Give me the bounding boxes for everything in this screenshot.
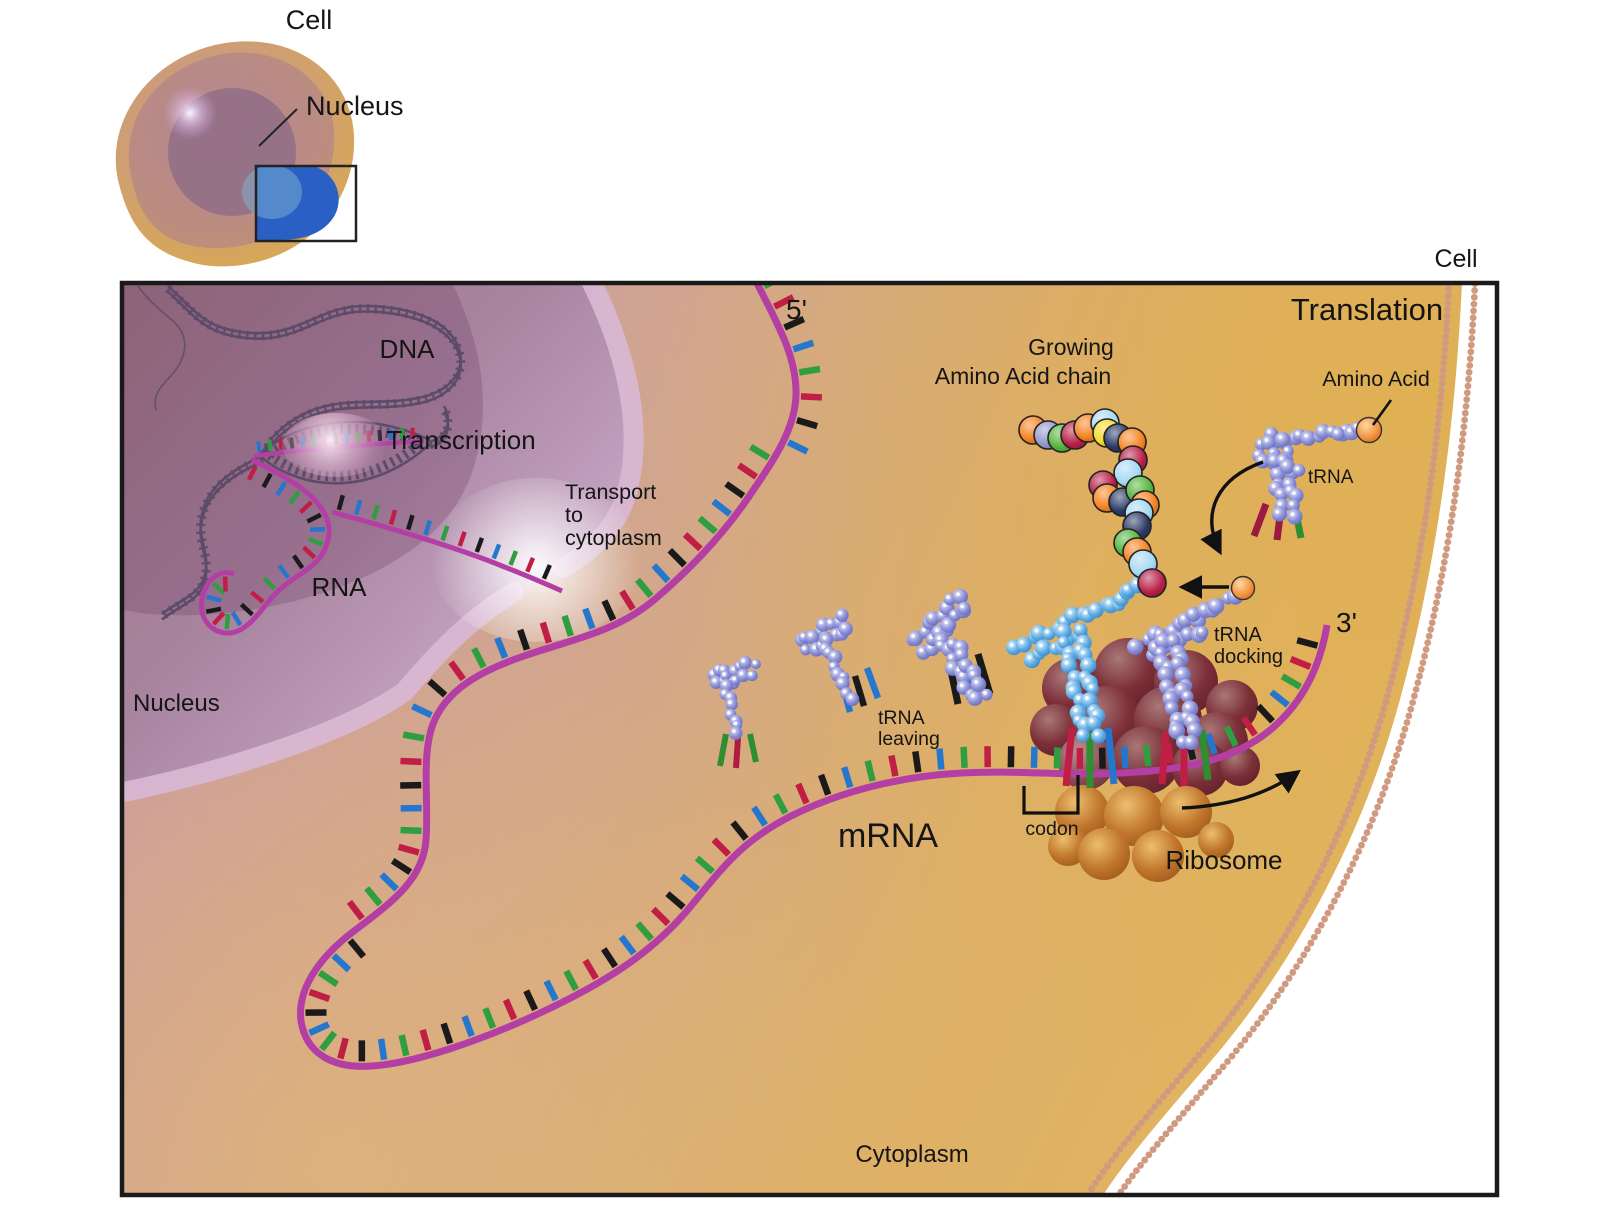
zoom-view-border (119, 280, 1500, 1198)
inset-nucleolus-glow (163, 86, 217, 140)
inset-nucleus-pointer (258, 108, 298, 147)
ribosome-direction-arrow (1181, 769, 1301, 810)
amino-acid-pointer (1371, 399, 1393, 426)
trna-entry-arrow (1200, 460, 1264, 556)
translation-title: Translation (1290, 292, 1444, 327)
trna-docking-label: tRNA docking (1214, 624, 1283, 668)
three-prime-label: 3' (1336, 607, 1357, 638)
trna-leaving-large (906, 588, 993, 706)
transcription-bubble (253, 413, 425, 477)
codon-label: codon (1025, 818, 1079, 840)
ribosome-label: Ribosome (1165, 845, 1283, 875)
nucleus-region (124, 285, 634, 792)
mrna-label: mRNA (837, 817, 939, 855)
trna-docked-p-site (1005, 568, 1150, 744)
extracellular-space (1104, 285, 1495, 1193)
transport-label: Transport to cytoplasm (565, 480, 662, 551)
trna-label: tRNA (1308, 467, 1354, 488)
rna-polymerase (282, 413, 390, 477)
inset-zoom-region-light (242, 165, 302, 219)
nuclear-pore-glow (431, 478, 641, 642)
cell-label: Cell (1434, 245, 1478, 273)
trna-docked-a-site (1126, 587, 1244, 751)
trna-leaving-small (707, 656, 761, 740)
cytoplasm-label: Cytoplasm (855, 1141, 969, 1168)
trna-leaving-label: tRNA leaving (878, 707, 940, 751)
trna-leaving-medium (795, 608, 860, 707)
inset-zoom-rect (254, 164, 358, 243)
inset-nucleus-label: Nucleus (306, 91, 404, 121)
mrna-strand (297, 285, 1331, 1070)
trna-molecules (707, 421, 1364, 751)
growing-chain-label-line1: Growing (1028, 334, 1114, 360)
codon-bracket (1022, 775, 1080, 815)
amino-acid-bead (1137, 568, 1167, 598)
rna-strand-nucleus (199, 457, 332, 636)
rna-label: RNA (311, 572, 367, 602)
amino-acid-label: Amino Acid (1322, 367, 1430, 391)
growing-chain-label-line2: Amino Acid chain (934, 363, 1112, 389)
nuclear-envelope (124, 582, 524, 802)
trna-incoming (1252, 421, 1364, 525)
dna-label: DNA (379, 334, 435, 364)
growing-amino-acid-chain (1018, 408, 1167, 598)
transcription-label: Transcription (386, 425, 536, 455)
inset-cell (115, 41, 358, 267)
five-prime-label: 5' (786, 294, 807, 325)
cell-membrane (1088, 285, 1495, 1193)
free-amino-acid (1230, 575, 1256, 601)
nucleus-label: Nucleus (133, 690, 220, 717)
trna-amino-acid (1355, 416, 1383, 444)
inset-cell-label: Cell (285, 5, 333, 35)
rna-transport-strand (331, 494, 564, 594)
ribosome-small-subunit (1048, 785, 1234, 882)
